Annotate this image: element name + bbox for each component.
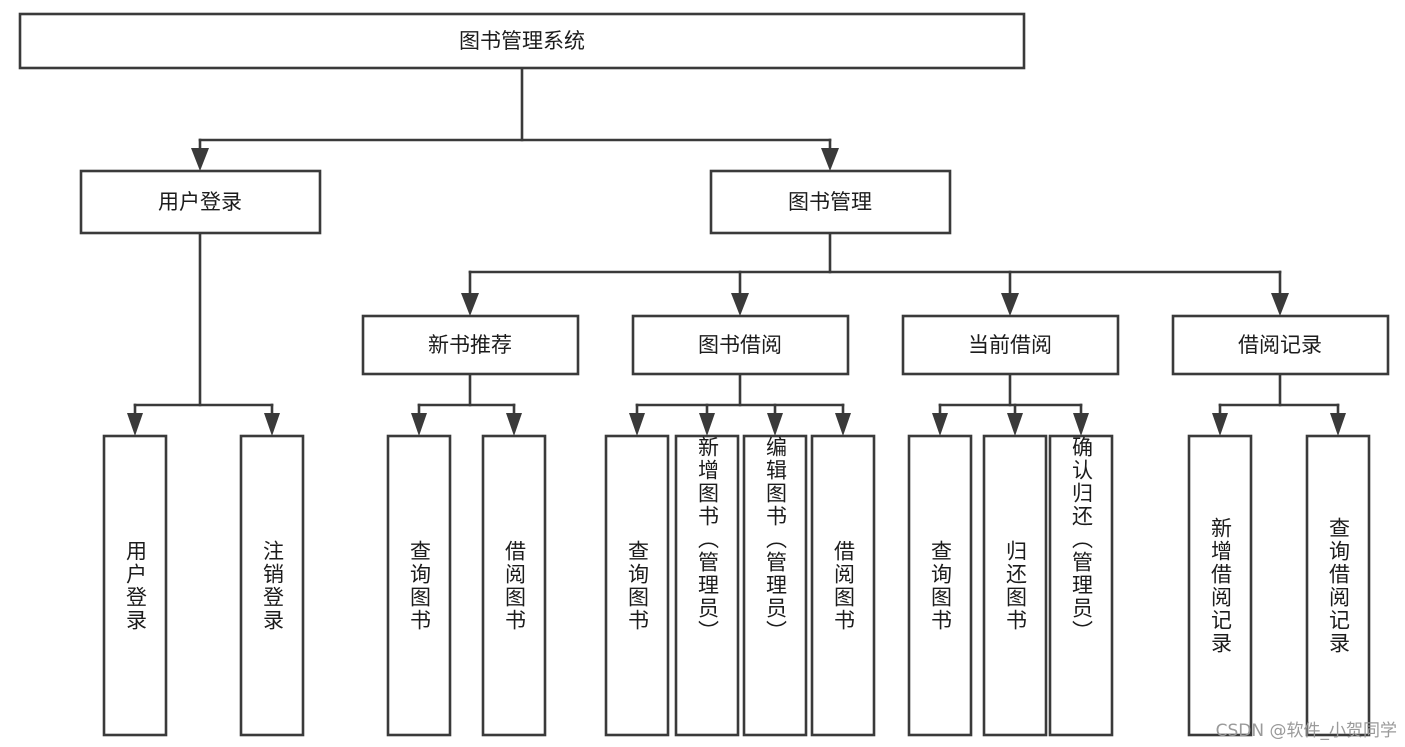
arrow-head-leaf-query-record: [1330, 413, 1346, 436]
node-current-borrow[interactable]: 当前借阅: [901, 314, 1120, 376]
leaf-box-query-book-b[interactable]: [604, 434, 670, 737]
leaf-box-return-book[interactable]: [982, 434, 1048, 737]
node-book-borrow-label: 图书借阅: [698, 333, 782, 357]
edge-group-new-book: [411, 372, 522, 436]
arrow-head-leaf-logout: [264, 413, 280, 436]
arrow-head-leaf-edit-book: [767, 413, 783, 436]
arrow-head-leaf-query-book-c: [932, 413, 948, 436]
edge-group-book-borrow: [629, 372, 851, 436]
edge-group-root: [191, 66, 839, 171]
node-root-system-label: 图书管理系统: [459, 29, 585, 53]
node-borrow-records-label: 借阅记录: [1238, 333, 1322, 357]
arrow-head-leaf-query-book-b: [629, 413, 645, 436]
arrow-head-leaf-borrow-book-b: [835, 413, 851, 436]
leaf-box-query-record[interactable]: [1305, 434, 1371, 737]
edge-group-current-borrow: [932, 372, 1089, 436]
arrow-head-leaf-confirm-return: [1073, 413, 1089, 436]
leaf-box-logout[interactable]: [239, 434, 305, 737]
leaf-box-user-login[interactable]: [102, 434, 168, 737]
node-user-login-label: 用户登录: [158, 190, 242, 214]
edge-group-borrow-records: [1212, 372, 1346, 436]
node-borrow-records[interactable]: 借阅记录: [1171, 314, 1390, 376]
node-new-book-recommend-label: 新书推荐: [428, 333, 512, 357]
node-current-borrow-box[interactable]: [901, 314, 1120, 376]
node-book-management[interactable]: 图书管理: [709, 169, 952, 235]
node-book-borrow[interactable]: 图书借阅: [631, 314, 850, 376]
node-new-book-recommend-box[interactable]: [361, 314, 580, 376]
leaf-box-add-record[interactable]: [1187, 434, 1253, 737]
arrow-head-leaf-user-login: [127, 413, 143, 436]
arrow-head-newbook: [461, 293, 479, 316]
node-current-borrow-label: 当前借阅: [968, 333, 1052, 357]
node-user-login[interactable]: 用户登录: [79, 169, 322, 235]
arrow-head-borrow: [731, 293, 749, 316]
leaf-box-query-book-c[interactable]: [907, 434, 973, 737]
arrow-head-leaf-query-book-a: [411, 413, 427, 436]
node-book-management-label: 图书管理: [788, 190, 872, 214]
arrow-head-records: [1271, 293, 1289, 316]
arrow-head-leaf-return-book: [1007, 413, 1023, 436]
leaf-box-edit-book[interactable]: [742, 434, 808, 737]
leaf-box-confirm-return[interactable]: [1048, 434, 1114, 737]
node-book-management-box[interactable]: [709, 169, 952, 235]
node-borrow-records-box[interactable]: [1171, 314, 1390, 376]
node-root-system-box[interactable]: [18, 12, 1026, 70]
leaf-box-query-book-a[interactable]: [386, 434, 452, 737]
edge-group-user-login: [127, 231, 280, 436]
node-new-book-recommend[interactable]: 新书推荐: [361, 314, 580, 376]
leaf-box-add-book[interactable]: [674, 434, 740, 737]
leaf-box-borrow-book-a[interactable]: [481, 434, 547, 737]
node-user-login-box[interactable]: [79, 169, 322, 235]
arrow-head-leaf-borrow-book-a: [506, 413, 522, 436]
arrow-head-current: [1001, 293, 1019, 316]
node-book-borrow-box[interactable]: [631, 314, 850, 376]
arrow-head-book-mgmt: [821, 148, 839, 171]
node-root-system[interactable]: 图书管理系统: [18, 12, 1026, 70]
arrow-head-leaf-add-book: [699, 413, 715, 436]
watermark: CSDN @软件_小贺同学: [1215, 721, 1397, 741]
edge-group-book-mgmt: [461, 231, 1289, 316]
arrow-head-leaf-add-record: [1212, 413, 1228, 436]
arrow-head-user-login: [191, 148, 209, 171]
leaf-box-borrow-book-b[interactable]: [810, 434, 876, 737]
